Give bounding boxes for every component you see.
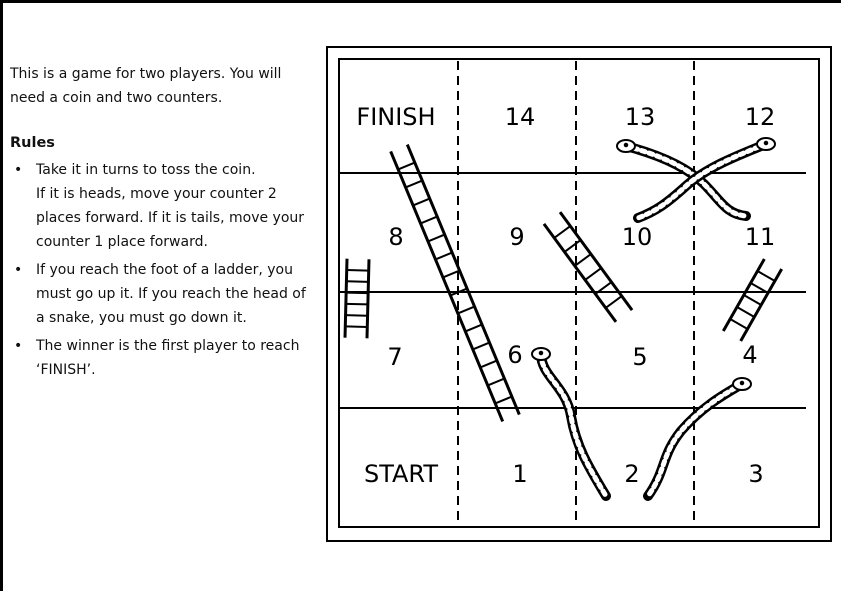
cell-7-label: 7 [387, 343, 402, 371]
ladder-8-to-finish-icon [391, 145, 520, 422]
cell-start-label: START [364, 460, 438, 488]
snake-6-icon [532, 348, 606, 496]
ladder-5-to-9-icon [544, 212, 632, 322]
snake-12-icon [638, 138, 775, 218]
snake-4-icon [648, 378, 751, 496]
cell-12-label: 12 [745, 103, 776, 131]
bullet-icon: • [14, 258, 22, 282]
rule-item: • Take it in turns to toss the coin. If … [10, 158, 310, 254]
rules-list: • Take it in turns to toss the coin. If … [10, 158, 310, 382]
bullet-icon: • [14, 334, 22, 358]
ladder-4-to-11-icon [723, 259, 781, 341]
cell-6-label: 6 [507, 341, 522, 369]
intro-text: This is a game for two players. You will… [10, 62, 310, 110]
cell-14-label: 14 [505, 103, 536, 131]
rule-item: • If you reach the foot of a ladder, you… [10, 258, 310, 330]
cell-5-label: 5 [632, 343, 647, 371]
rule-text: Take it in turns to toss the coin. [36, 158, 310, 182]
cell-3-label: 3 [748, 460, 763, 488]
cell-finish-label: FINISH [356, 103, 435, 131]
cell-4-label: 4 [742, 341, 757, 369]
cell-11-label: 11 [745, 223, 776, 251]
rule-extra-text: If it is heads, move your counter 2 plac… [36, 182, 310, 254]
cell-8-label: 8 [388, 223, 403, 251]
rules-panel: This is a game for two players. You will… [10, 62, 310, 386]
game-board: FINISH 14 13 12 8 9 10 11 7 6 5 4 START … [326, 46, 834, 546]
rule-text: The winner is the first player to reach … [36, 334, 310, 382]
cell-13-label: 13 [625, 103, 656, 131]
cell-9-label: 9 [509, 223, 524, 251]
snake-13-icon [617, 140, 746, 216]
ladder-7-to-8-icon [345, 259, 369, 339]
cell-2-label: 2 [624, 460, 639, 488]
rules-heading: Rules [10, 132, 310, 154]
bullet-icon: • [14, 158, 22, 182]
cell-10-label: 10 [622, 223, 653, 251]
cell-1-label: 1 [512, 460, 527, 488]
rule-item: • The winner is the first player to reac… [10, 334, 310, 382]
rule-text: If you reach the foot of a ladder, you m… [36, 258, 310, 330]
